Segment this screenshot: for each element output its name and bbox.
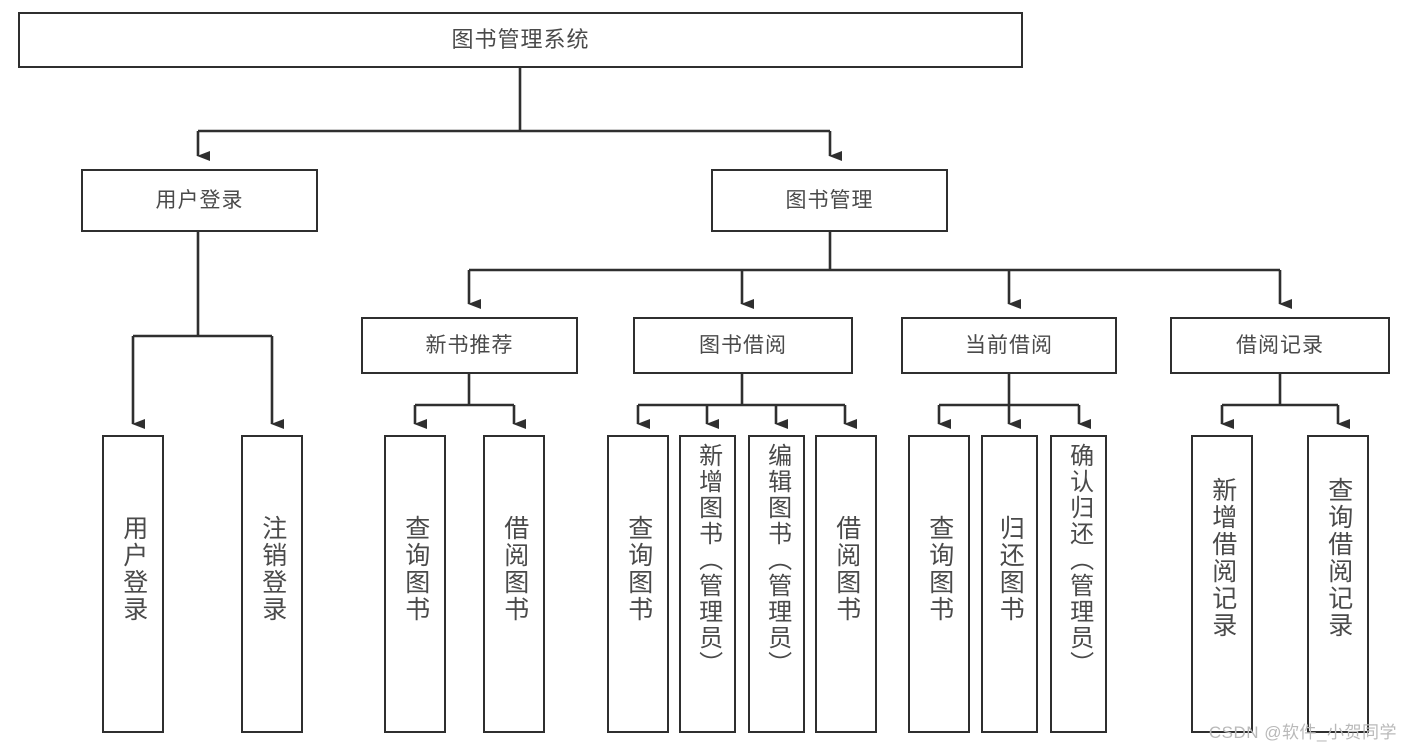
node-label: 查询图书: [401, 515, 430, 623]
node-label: 新增借阅记录: [1208, 477, 1237, 639]
leaf-query-borrow-record[interactable]: 查询借阅记录: [1307, 435, 1369, 733]
node-label: 注销登录: [258, 515, 287, 623]
node-label: 新书推荐: [425, 334, 514, 357]
node-user-login[interactable]: 用户登录: [81, 169, 318, 232]
node-label: 借阅记录: [1236, 334, 1324, 357]
node-label: 编辑图书（管理员）: [763, 443, 791, 677]
node-label: 确认归还（管理员）: [1065, 443, 1093, 677]
leaf-borrow-book-borrow[interactable]: 借阅图书: [815, 435, 877, 733]
node-label: 用户登录: [119, 515, 148, 623]
node-book-manage[interactable]: 图书管理: [711, 169, 948, 232]
node-label: 借阅图书: [500, 515, 529, 623]
node-label: 图书管理: [785, 189, 874, 212]
node-label: 借阅图书: [832, 515, 861, 623]
node-label: 查询图书: [624, 515, 653, 623]
node-label: 查询借阅记录: [1324, 477, 1353, 639]
node-borrow-record[interactable]: 借阅记录: [1170, 317, 1390, 374]
node-label: 新增图书（管理员）: [694, 443, 722, 677]
node-label: 查询图书: [925, 515, 954, 623]
node-label: 当前借阅: [965, 334, 1053, 357]
leaf-query-book-rec[interactable]: 查询图书: [384, 435, 446, 733]
leaf-add-borrow-record[interactable]: 新增借阅记录: [1191, 435, 1253, 733]
node-new-book-rec[interactable]: 新书推荐: [361, 317, 578, 374]
node-root-system[interactable]: 图书管理系统: [18, 12, 1023, 68]
leaf-user-login[interactable]: 用户登录: [102, 435, 164, 733]
node-label: 图书借阅: [699, 334, 787, 357]
leaf-confirm-return-admin[interactable]: 确认归还（管理员）: [1050, 435, 1107, 733]
node-label: 图书管理系统: [451, 27, 590, 52]
node-current-borrow[interactable]: 当前借阅: [901, 317, 1117, 374]
leaf-add-book-admin[interactable]: 新增图书（管理员）: [679, 435, 736, 733]
leaf-return-book[interactable]: 归还图书: [981, 435, 1038, 733]
leaf-edit-book-admin[interactable]: 编辑图书（管理员）: [748, 435, 805, 733]
leaf-query-book-current[interactable]: 查询图书: [908, 435, 970, 733]
node-book-borrow[interactable]: 图书借阅: [633, 317, 853, 374]
node-label: 归还图书: [996, 515, 1025, 623]
leaf-query-book-borrow[interactable]: 查询图书: [607, 435, 669, 733]
leaf-logout-login[interactable]: 注销登录: [241, 435, 303, 733]
node-label: 用户登录: [155, 189, 244, 212]
leaf-borrow-book-rec[interactable]: 借阅图书: [483, 435, 545, 733]
